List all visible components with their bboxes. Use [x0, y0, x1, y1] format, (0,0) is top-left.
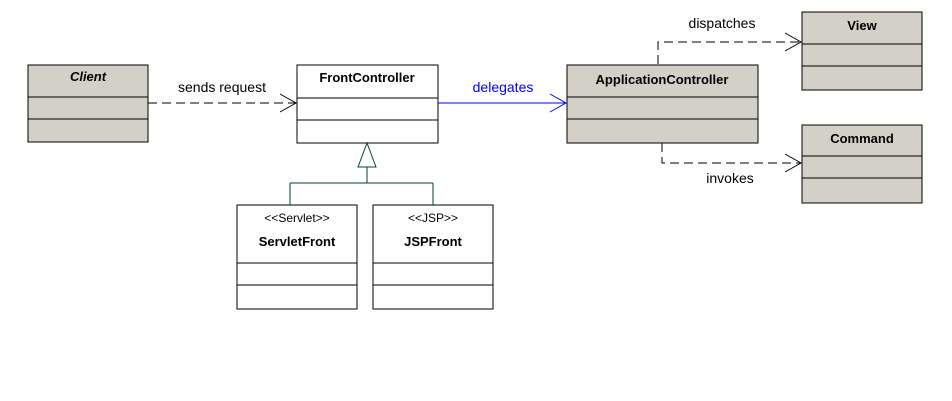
class-servlet-front: <<Servlet>> ServletFront — [236, 204, 358, 310]
class-application-controller: ApplicationController — [566, 64, 759, 144]
class-front-controller: FrontController — [296, 64, 439, 144]
sends-request-label: sends request — [178, 79, 266, 95]
class-command: Command — [801, 124, 923, 204]
class-client: Client — [27, 64, 149, 143]
class-servlet-front-name: ServletFront — [259, 234, 336, 249]
class-front-controller-box — [296, 64, 439, 144]
class-jsp-front: <<JSP>> JSPFront — [372, 204, 494, 310]
relation-invokes: invokes — [661, 143, 803, 186]
relation-sends-request: sends request — [148, 79, 298, 113]
relation-dispatches: dispatches — [657, 15, 803, 64]
class-command-box — [801, 124, 923, 204]
delegates-arrowhead — [549, 93, 568, 113]
class-command-name: Command — [830, 131, 894, 146]
dispatches-arrowhead — [784, 32, 803, 52]
sends-request-arrowhead — [279, 93, 298, 113]
class-view-box — [801, 11, 923, 91]
invokes-line — [661, 143, 801, 164]
invokes-arrowhead — [784, 153, 803, 173]
dispatches-label: dispatches — [689, 15, 756, 31]
class-front-controller-name: FrontController — [319, 70, 414, 85]
class-jsp-front-box — [372, 204, 494, 310]
class-application-controller-box — [566, 64, 759, 144]
invokes-label: invokes — [706, 170, 753, 186]
class-servlet-front-stereotype: <<Servlet>> — [264, 211, 329, 225]
class-client-name: Client — [70, 69, 107, 84]
class-client-box — [27, 64, 149, 143]
class-servlet-front-box — [236, 204, 358, 310]
dispatches-line — [657, 41, 801, 64]
class-jsp-front-name: JSPFront — [404, 234, 462, 249]
delegates-label: delegates — [473, 79, 534, 95]
relation-delegates: delegates — [438, 79, 568, 113]
class-view: View — [801, 11, 923, 91]
class-view-name: View — [847, 18, 877, 33]
class-jsp-front-stereotype: <<JSP>> — [408, 211, 458, 225]
class-application-controller-name: ApplicationController — [596, 72, 729, 87]
inheritance-triangle — [357, 141, 377, 168]
relation-generalization — [289, 141, 434, 205]
